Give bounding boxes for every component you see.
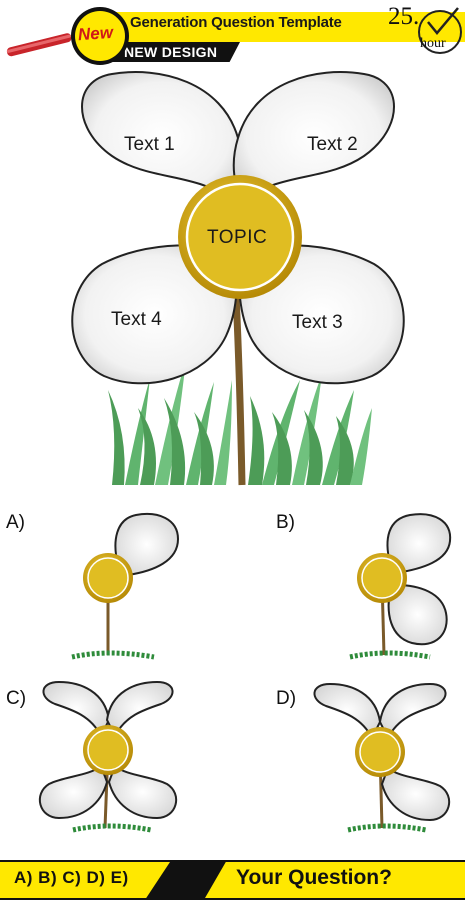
stem (232, 294, 246, 486)
option-a-label: A) (6, 512, 25, 533)
topic-center (178, 175, 302, 299)
clock-unit: hour (420, 36, 446, 51)
petal-label-1: Text 1 (124, 134, 175, 155)
petal-label-4: Text 4 (111, 309, 162, 330)
answer-choices: A) B) C) D) E) (14, 868, 129, 887)
new-badge: New (77, 22, 114, 45)
header-band (90, 12, 465, 42)
question-prompt: Your Question? (236, 866, 392, 889)
option-c-flower[interactable] (35, 680, 185, 840)
petal-text-2 (232, 71, 395, 204)
petal-label-3: Text 3 (292, 312, 343, 333)
option-a-flower[interactable] (60, 505, 200, 670)
option-d-label: D) (276, 688, 297, 709)
option-c-label: C) (6, 688, 27, 709)
magnifier-icon (6, 7, 129, 65)
option-d-flower[interactable] (308, 680, 458, 840)
clock-number: 25. (388, 3, 420, 30)
petal-label-2: Text 2 (307, 134, 358, 155)
option-b-label: B) (276, 512, 295, 533)
option-b-flower[interactable] (330, 505, 465, 670)
flower-diagram (71, 71, 405, 486)
footer-answers-panel (0, 862, 170, 898)
topic-label: TOPIC (207, 227, 268, 248)
footer-question-panel (205, 862, 465, 898)
subtitle-bar (110, 42, 240, 62)
grass (108, 360, 372, 485)
header-title: Generation Question Template (130, 14, 342, 31)
header-subtitle: NEW DESIGN (124, 44, 218, 60)
clock-icon (418, 7, 462, 54)
